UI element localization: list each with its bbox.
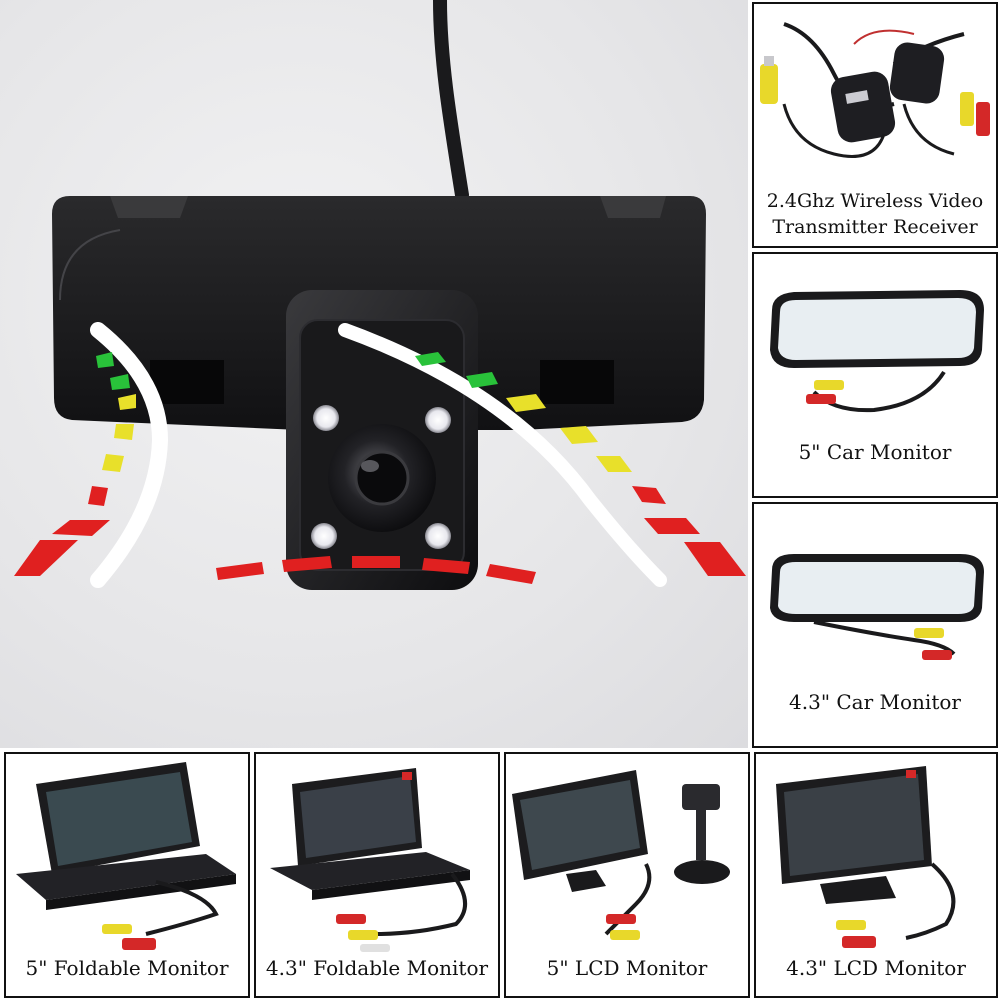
wireless-caption-line2: Transmitter Receiver: [772, 216, 978, 238]
mirror-monitor-illustration: [770, 554, 984, 660]
camera-illustration: [14, 0, 746, 590]
lcd-43-caption: 4.3" LCD Monitor: [786, 956, 966, 980]
cable-icon: [433, 0, 469, 202]
led-icon: [311, 523, 337, 549]
wireless-caption-line1: 2.4Ghz Wireless Video: [766, 190, 984, 212]
rca-plug-icon: [914, 628, 952, 660]
lcd-monitor-illustration: [512, 770, 730, 940]
car-monitor-5-caption: 5" Car Monitor: [798, 440, 952, 464]
car-monitor-43-caption: 4.3" Car Monitor: [789, 690, 961, 714]
foldable-monitor-illustration: [270, 768, 470, 952]
panel-wireless-transmitter: 2.4Ghz Wireless Video Transmitter Receiv…: [752, 2, 998, 248]
rca-plug-icon: [606, 914, 640, 940]
wireless-kit-illustration: [760, 22, 990, 158]
foldable-monitor-illustration: [16, 762, 236, 950]
rca-plug-icon: [102, 924, 156, 950]
lcd-5-caption: 5" LCD Monitor: [546, 956, 708, 980]
led-icon: [425, 523, 451, 549]
rca-plug-icon: [960, 92, 990, 136]
panel-lcd-5: 5" LCD Monitor: [504, 752, 750, 998]
parking-guide-lines: [14, 322, 746, 588]
panel-car-monitor-5: 5" Car Monitor: [752, 252, 998, 498]
rca-plug-icon: [836, 920, 876, 948]
panel-lcd-43: 4.3" LCD Monitor: [754, 752, 998, 998]
rca-plug-icon: [806, 380, 844, 404]
led-icon: [425, 407, 451, 433]
panel-foldable-5: 5" Foldable Monitor: [4, 752, 250, 998]
panel-foldable-43: 4.3" Foldable Monitor: [254, 752, 500, 998]
rca-plug-icon: [760, 56, 778, 104]
led-icon: [313, 405, 339, 431]
camera-body: [286, 290, 478, 590]
main-camera-photo: [0, 0, 748, 748]
lcd-monitor-illustration: [776, 766, 956, 948]
foldable-5-caption: 5" Foldable Monitor: [25, 956, 229, 980]
panel-car-monitor-43: 4.3" Car Monitor: [752, 502, 998, 748]
mirror-monitor-illustration: [770, 290, 984, 413]
rca-plug-icon: [336, 914, 390, 952]
foldable-43-caption: 4.3" Foldable Monitor: [265, 956, 489, 980]
suction-mount: [674, 784, 730, 884]
